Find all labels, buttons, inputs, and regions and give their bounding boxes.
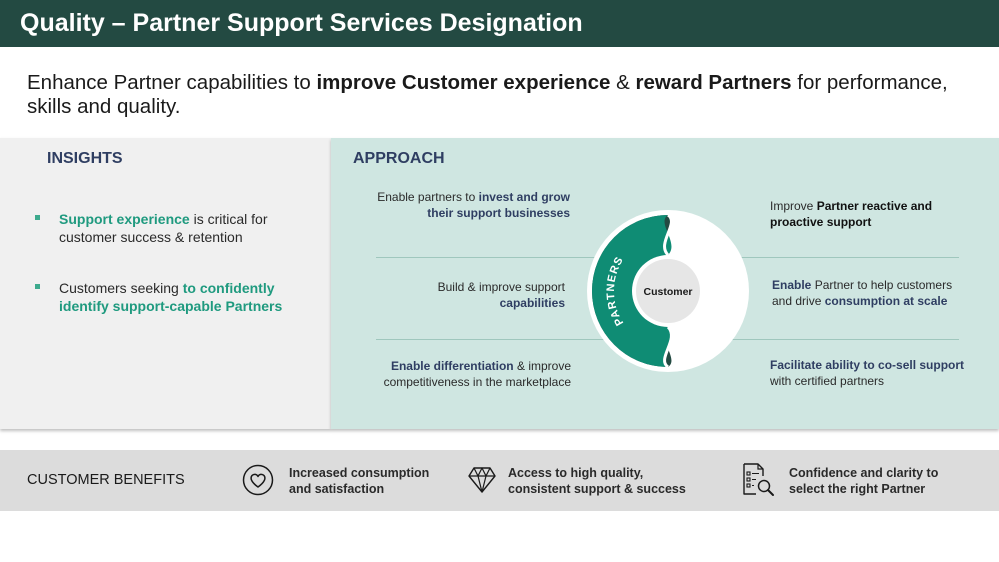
page-title: Quality – Partner Support Services Desig… [20, 9, 583, 37]
customer-benefits-bar: CUSTOMER BENEFITS Increased consumption … [0, 450, 999, 511]
approach-text: Improve [770, 199, 817, 213]
insights-panel: INSIGHTS Support experience is critical … [0, 138, 331, 429]
insight-bold: to confidently identify support-capable … [59, 280, 283, 314]
approach-bold: Facilitate ability to co-sell support [770, 358, 965, 372]
approach-text: Partner to help customers and drive [772, 278, 953, 308]
document-search-icon [743, 463, 774, 496]
approach-bold: Enable differentiation [390, 359, 514, 373]
approach-text: & improve competitiveness in the marketp… [383, 359, 571, 389]
partner-microsoft-cycle: Customer PARTNERS MICROSOFT [587, 210, 749, 372]
heart-icon [242, 464, 274, 496]
approach-title: APPROACH [353, 150, 445, 167]
bullet-marker [35, 215, 40, 220]
divider [731, 339, 959, 340]
customer-center [636, 259, 700, 323]
approach-text: with certified partners [770, 374, 885, 388]
benefit-text: Confidence and clarity to select the rig… [789, 466, 939, 496]
approach-text: Enable partners to [377, 190, 479, 204]
title-bar: Quality – Partner Support Services Desig… [0, 0, 999, 47]
segment-separator [663, 325, 673, 369]
approach-text: Build & improve support [437, 280, 565, 294]
approach-left-item: Enable differentiation & improve competi… [370, 358, 571, 390]
approach-panel: APPROACH Enable partners to invest and g… [331, 138, 999, 429]
approach-right-item: Facilitate ability to co-sell support wi… [770, 357, 980, 389]
insight-text: Customers seeking [59, 280, 183, 296]
microsoft-segment [592, 215, 672, 367]
bullet-marker [35, 284, 40, 289]
benefits-title: CUSTOMER BENEFITS [27, 472, 185, 488]
approach-bold: capabilities [499, 296, 565, 310]
benefit-text: Increased consumption and satisfaction [289, 466, 430, 496]
segment-separator [663, 213, 673, 257]
intro-statement: Enhance Partner capabilities to improve … [27, 71, 967, 119]
diamond-icon [468, 467, 496, 493]
approach-right-item: Enable Partner to help customers and dri… [772, 277, 972, 309]
divider [376, 339, 606, 340]
approach-bold: invest and grow their support businesses [427, 190, 570, 220]
insight-bullet: Customers seeking to confidently identif… [35, 279, 305, 315]
intro-bold-customer-experience: improve Customer experience [316, 71, 611, 94]
intro-bold-reward-partners: reward Partners [635, 71, 792, 94]
insight-text: is critical for customer success & reten… [59, 211, 268, 245]
intro-text: for performance, skills and quality. [27, 71, 948, 118]
divider [731, 257, 959, 258]
intro-text: & [610, 71, 636, 94]
benefit-text: Access to high quality, consistent suppo… [508, 466, 686, 496]
approach-right-item: Improve Partner reactive and proactive s… [770, 198, 950, 230]
approach-bold: Partner reactive and proactive support [770, 199, 933, 229]
approach-bold: Enable [772, 278, 812, 292]
insights-title: INSIGHTS [47, 150, 123, 167]
divider [376, 257, 606, 258]
approach-left-item: Build & improve support capabilities [400, 279, 565, 311]
insight-bold: Support experience [59, 211, 190, 227]
intro-text: Enhance Partner capabilities to [27, 71, 317, 94]
cycle-center-label: Customer [643, 286, 692, 298]
approach-left-item: Enable partners to invest and grow their… [360, 189, 570, 221]
approach-bold: consumption at scale [824, 294, 948, 308]
insight-bullet: Support experience is critical for custo… [35, 210, 305, 246]
